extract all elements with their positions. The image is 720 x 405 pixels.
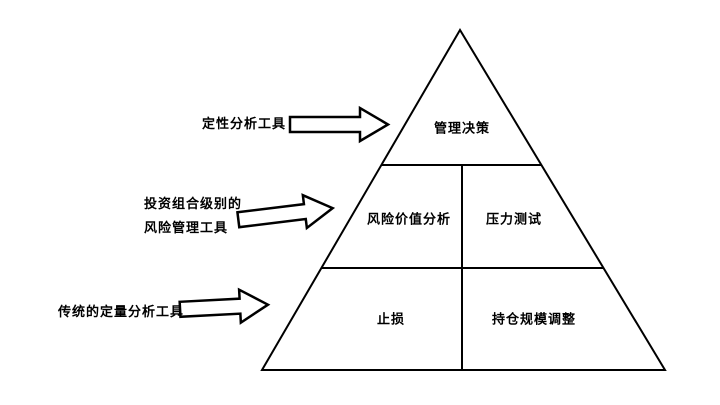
annotation-portfolio-risk-tools: 投资组合级别的 风险管理工具 [144, 192, 242, 240]
cell-label-position-sizing: 持仓规模调整 [491, 311, 577, 327]
right-arrow-icon-1 [288, 105, 391, 144]
pyramid-outline [260, 28, 667, 371]
annotation-line: 投资组合级别的 [144, 196, 243, 211]
cell-label-stop-loss: 止损 [376, 311, 406, 327]
annotation-line: 传统的定量分析工具 [58, 304, 185, 319]
annotation-line: 风险管理工具 [144, 220, 229, 235]
annotation-traditional-quant-tools: 传统的定量分析工具 [58, 300, 184, 324]
right-arrow-icon-2 [236, 193, 336, 231]
cell-label-stress-test: 压力测试 [485, 211, 543, 227]
annotation-line: 定性分析工具 [202, 116, 287, 131]
cell-label-management-decision: 管理决策 [433, 120, 491, 136]
right-arrow-icon-3 [178, 287, 271, 325]
annotation-qualitative-tools: 定性分析工具 [202, 112, 286, 136]
cell-label-var-analysis: 风险价值分析 [366, 211, 452, 227]
